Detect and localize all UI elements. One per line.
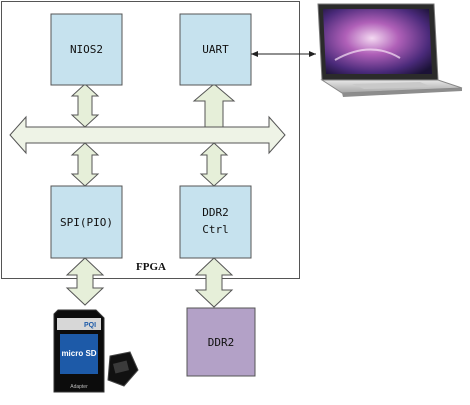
ddr2-ctrl-block — [179, 185, 252, 259]
uart-bus-arrow — [192, 83, 236, 128]
spi-label: SPI(PIO) — [60, 216, 113, 229]
link-arrowhead-right — [309, 51, 316, 57]
spi-block — [50, 185, 123, 259]
ddr2-block — [186, 307, 256, 377]
nios2-bus-arrow — [70, 83, 100, 128]
link-arrowhead-left — [251, 51, 258, 57]
ddr2-ctrl-label-line1: DDR2 — [202, 206, 229, 219]
laptop-icon — [317, 3, 463, 97]
spi-sdcard-arrow — [65, 257, 105, 306]
ddr2ctrl-ddr2-arrow — [194, 257, 234, 308]
sd-adapter-text: Adapter — [70, 384, 88, 390]
uart-block — [179, 13, 252, 86]
sd-card-icon: PQI micro SD Adapter — [53, 309, 139, 393]
uart-label: UART — [202, 43, 229, 56]
sd-text: micro SD — [61, 349, 96, 358]
system-bus-arrow — [9, 115, 286, 155]
nios2-block — [50, 13, 123, 86]
sd-brand: PQI — [84, 322, 96, 329]
ddr2-label: DDR2 — [208, 336, 235, 349]
ddr2-ctrl-label-line2: Ctrl — [202, 223, 229, 236]
fpga-label: FPGA — [136, 261, 166, 273]
nios2-label: NIOS2 — [70, 43, 103, 56]
